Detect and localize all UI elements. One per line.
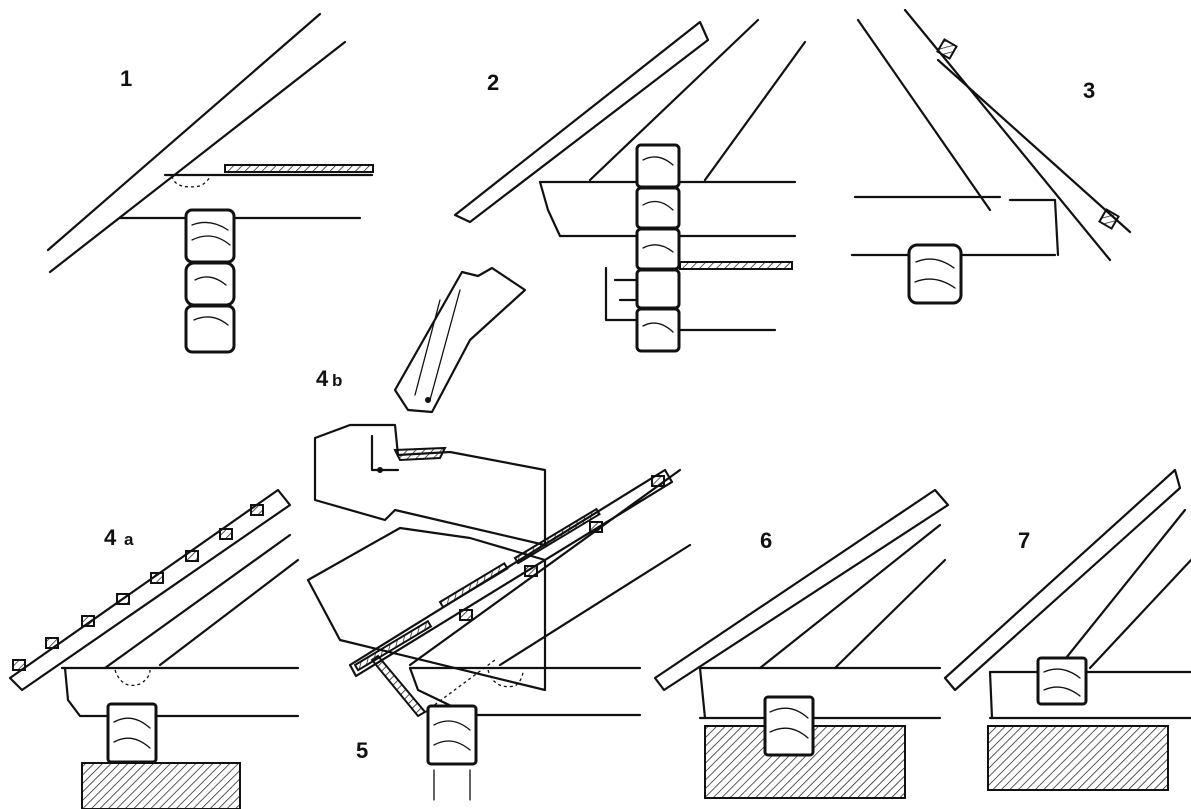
- detail-3: [850, 8, 1132, 305]
- detail-5: [348, 468, 692, 801]
- detail-6: [653, 488, 950, 799]
- detail-1: [46, 12, 374, 354]
- detail-2: [453, 18, 807, 353]
- label-detail-6: 6: [760, 528, 772, 553]
- batten-row-4a: [12, 504, 264, 671]
- label-detail-2: 2: [487, 70, 499, 95]
- detail-7: [943, 468, 1191, 791]
- label-detail-7: 7: [1018, 528, 1030, 553]
- label-detail-4a-letter: a: [124, 530, 134, 549]
- label-detail-4a-number: 4: [104, 525, 117, 550]
- label-detail-1: 1: [120, 66, 132, 91]
- label-detail-3: 3: [1083, 78, 1095, 103]
- label-detail-4b-number: 4: [316, 366, 329, 391]
- label-detail-4b-letter: b: [332, 371, 342, 390]
- detail-4a: [8, 488, 300, 809]
- label-detail-5: 5: [356, 738, 368, 763]
